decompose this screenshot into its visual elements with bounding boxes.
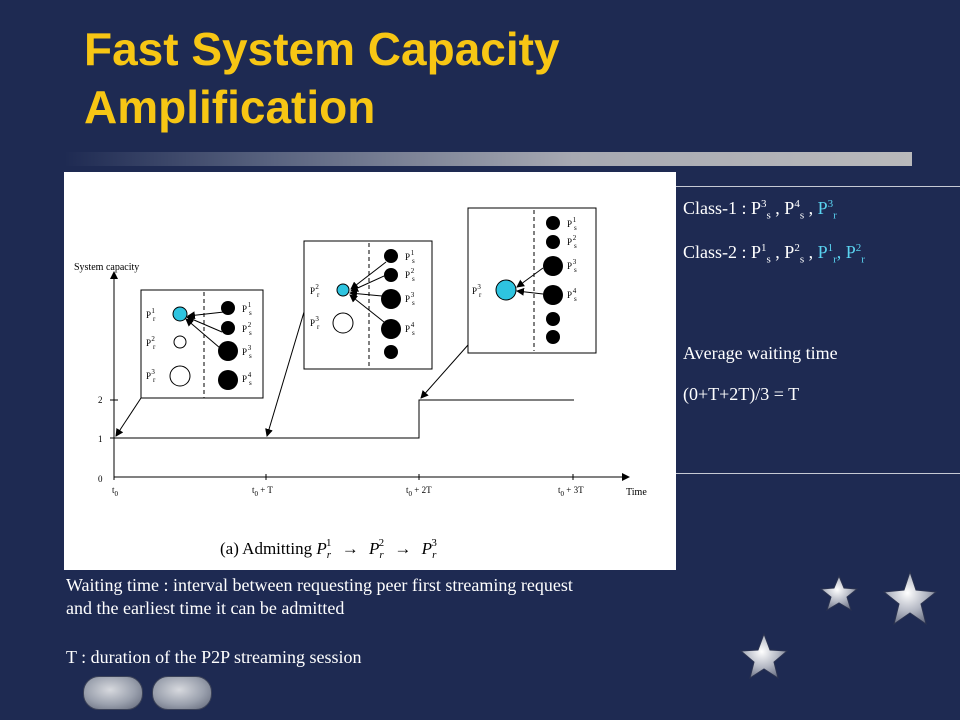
- x-tick-3: t0 + 3T: [558, 485, 584, 498]
- y-tick-2: 2: [98, 395, 103, 405]
- x-axis-label: Time: [626, 487, 647, 498]
- box2-supplying-peer-5: [384, 345, 398, 359]
- waiting-time-definition: Waiting time : interval between requesti…: [66, 574, 766, 620]
- box3-requesting-peer-3: [495, 279, 517, 301]
- box2-requesting-peer-3: [332, 312, 354, 334]
- x-tick-2: t0 + 2T: [406, 485, 432, 498]
- box2-supplying-peer-3: [381, 289, 401, 309]
- box1-supplying-peer-1: [221, 301, 235, 315]
- capacity-diagram: System capacity Time 0 1 2 t0 t0 + T t0 …: [74, 207, 647, 561]
- box3-supplying-peer-4: [543, 285, 563, 305]
- capacity-step-line: [114, 399, 574, 439]
- average-waiting-formula: (0+T+2T)/3 = T: [683, 384, 800, 404]
- box3-supplying-peer-2: [546, 235, 560, 249]
- box3-supplying-peer-5: [546, 312, 560, 326]
- box2-supplying-peer-4: [381, 319, 401, 339]
- waiting-time-line-2: and the earliest time it can be admitted: [66, 598, 345, 618]
- capacity-figure: System capacity Time 0 1 2 t0 t0 + T t0 …: [64, 172, 676, 570]
- box2-requesting-peer-2: [336, 283, 350, 297]
- box1-requesting-peer-3: [169, 365, 191, 387]
- decorative-stars: [739, 570, 938, 680]
- title-line-1: Fast System Capacity: [84, 23, 560, 75]
- box3-supplying-peer-1: [546, 216, 560, 230]
- box3-supplying-peer-3: [543, 256, 563, 276]
- figure-caption: (a) Admitting Pr1 → Pr2 → Pr3: [220, 531, 437, 561]
- x-tick-1: t0 + T: [252, 485, 273, 498]
- next-slide-button[interactable]: [152, 676, 212, 710]
- box2-supplying-peer-1: [384, 249, 398, 263]
- waiting-time-line-1: Waiting time : interval between requesti…: [66, 575, 573, 595]
- box2-supplying-peer-2: [384, 268, 398, 282]
- y-axis-label: System capacity: [74, 262, 139, 273]
- box1-supplying-peer-3: [218, 341, 238, 361]
- x-ticks: t0 t0 + T t0 + 2T t0 + 3T: [112, 474, 584, 498]
- title-underline: [64, 152, 912, 166]
- box1-requesting-peer-1: [172, 306, 188, 322]
- star-icon: [882, 570, 938, 626]
- slide-title: Fast System Capacity Amplification: [84, 20, 884, 136]
- x-tick-0: t0: [112, 485, 119, 498]
- class-2-line: Class-2 : P1s , P2s , P1r, P2r: [683, 242, 865, 266]
- star-icon: [739, 632, 789, 680]
- star-icon: [819, 574, 859, 612]
- average-waiting-label: Average waiting time: [683, 343, 838, 363]
- side-panel-frame: [676, 186, 960, 474]
- class-1-line: Class-1 : P3s , P4s , P3r: [683, 198, 837, 222]
- duration-definition: T : duration of the P2P streaming sessio…: [66, 647, 362, 667]
- y-tick-0: 0: [98, 474, 103, 484]
- y-tick-1: 1: [98, 434, 103, 444]
- box1-supplying-peer-2: [221, 321, 235, 335]
- prev-slide-button[interactable]: [83, 676, 143, 710]
- box1-requesting-peer-2: [173, 335, 187, 349]
- box1-supplying-peer-4: [218, 370, 238, 390]
- title-line-2: Amplification: [84, 81, 376, 133]
- box3-supplying-peer-6: [546, 330, 560, 344]
